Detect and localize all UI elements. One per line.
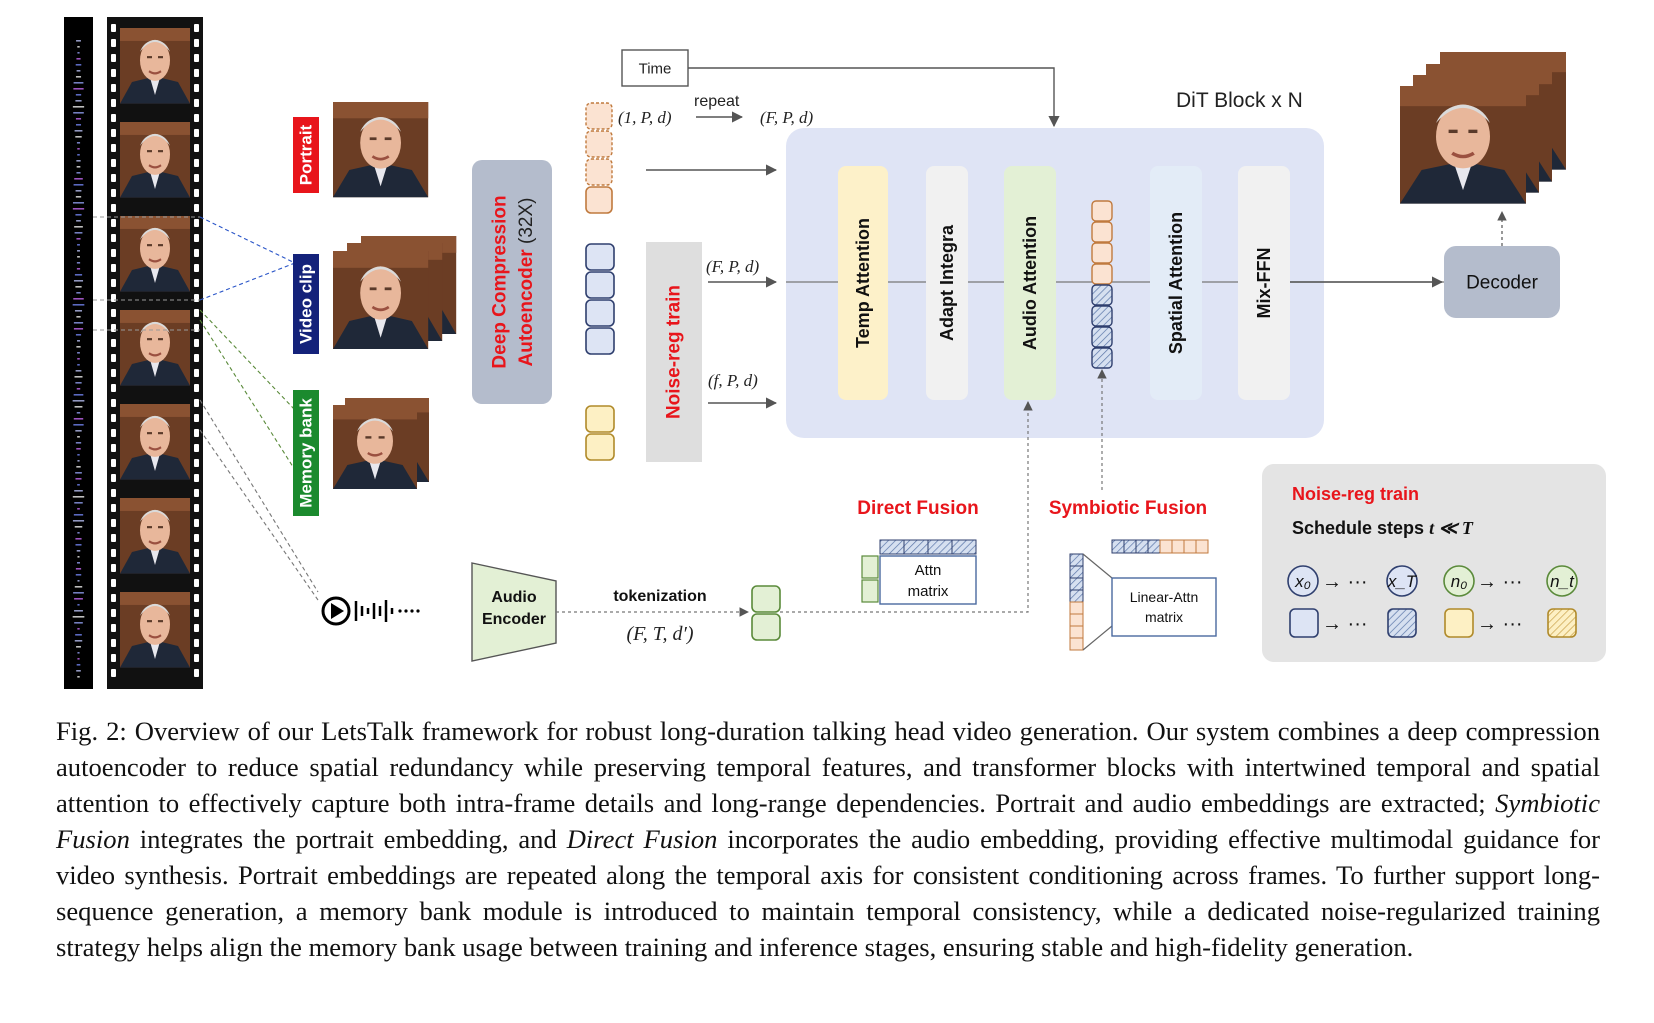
svg-text:n_t: n_t [1550,572,1575,591]
svg-text:Noise-reg train: Noise-reg train [664,285,685,419]
dit-block: DiT Block x N Temp Attention Adapt Integ… [786,89,1444,438]
svg-text:Autoencoder (32X): Autoencoder (32X) [516,198,537,367]
dit-temp-attention: Temp Attention [838,166,888,400]
caption-symbiotic-fusion: Symbiotic Fusion [56,788,1600,854]
svg-text:Spatial Attention: Spatial Attention [1166,212,1186,354]
dit-audio-attention: Audio Attention [1004,166,1056,400]
time-arrow [688,67,1060,128]
svg-text:x₀: x₀ [1294,572,1311,591]
framework-figure: Portrait Video clip Memory bank [64,17,1606,689]
portrait-image [331,100,430,199]
svg-text:→ ···: → ··· [1477,613,1523,635]
audio-tokens [751,585,781,641]
svg-text:Attn: Attn [915,562,942,579]
video-clip-label: Video clip [293,254,319,354]
svg-text:→ ···: → ··· [1477,571,1523,593]
video-clip-image [331,234,458,351]
svg-text:→ ···: → ··· [1322,571,1368,593]
portrait-label: Portrait [293,117,319,193]
svg-text:Audio: Audio [491,589,537,606]
svg-text:n₀: n₀ [1451,572,1468,591]
time-box: Time [621,49,689,87]
dit-spatial-attention: Spatial Attention [1150,166,1202,400]
svg-text:Linear-Attn: Linear-Attn [1130,589,1198,605]
direct-fusion-title: Direct Fusion [857,498,978,519]
repeat-label: repeat [694,93,740,110]
audio-encoder: Audio Encoder [471,562,557,662]
svg-text:→ ···: → ··· [1322,613,1368,635]
svg-text:x_T: x_T [1387,572,1418,591]
tokenization-label: tokenization [613,588,706,605]
decoder-box: Decoder [1444,246,1560,318]
svg-text:Encoder: Encoder [482,611,546,628]
film-strip [107,17,203,689]
svg-text:Decoder: Decoder [1466,273,1538,294]
dit-inner-tokens [1091,200,1113,369]
figure-caption: Fig. 2: Overview of our LetsTalk framewo… [56,713,1600,965]
svg-text:Deep Compression: Deep Compression [490,195,511,368]
memory-tokens [585,405,615,461]
memory-bank-label: Memory bank [293,390,319,516]
svg-text:Adapt Integra: Adapt Integra [937,224,957,341]
output-video-frames [1398,50,1568,206]
memory-bank-image [331,396,431,491]
svg-text:matrix: matrix [1145,609,1183,625]
direct-fusion-diagram: Attn matrix [861,539,977,605]
dit-adapt-integra: Adapt Integra [926,166,968,400]
svg-text:Schedule steps t ≪ T: Schedule steps t ≪ T [1292,518,1474,538]
video-tokens [585,243,615,355]
shape-1Pd: (1, P, d) [618,108,672,127]
shape-FTd: (F, T, d′) [627,623,694,645]
svg-text:Temp Attention: Temp Attention [853,218,873,348]
audio-play-icon [321,596,420,626]
noise-reg-train-box: Noise-reg train [646,242,702,462]
shape-FPd-top: (F, P, d) [760,108,814,127]
film-connectors [93,216,319,601]
svg-text:Audio Attention: Audio Attention [1020,216,1040,350]
portrait-tokens [585,102,613,214]
deep-compression-autoencoder: Deep Compression Autoencoder (32X) [472,160,552,404]
svg-text:Mix-FFN: Mix-FFN [1254,248,1274,319]
audio-to-attention-arrow [780,401,1033,613]
svg-text:Portrait: Portrait [297,124,316,185]
audio-waveform-strip [64,17,93,689]
symbiotic-fusion-title: Symbiotic Fusion [1049,498,1207,519]
dit-mix-ffn: Mix-FFN [1238,166,1290,400]
caption-mid: integrates the portrait embedding, and [129,824,567,854]
svg-text:Noise-reg train: Noise-reg train [1292,484,1419,504]
svg-text:matrix: matrix [908,583,949,600]
dit-title: DiT Block x N [1176,89,1303,112]
noise-reg-panel: Noise-reg train Schedule steps t ≪ T x₀ … [1262,464,1606,662]
svg-text:Memory bank: Memory bank [297,398,316,508]
symbiotic-fusion-diagram: Linear-Attn matrix [1069,539,1217,651]
shape-FPd: (F, P, d) [706,257,760,276]
shape-fPd: (f, P, d) [708,371,758,390]
svg-text:Video clip: Video clip [297,264,316,344]
svg-text:Time: Time [639,61,672,78]
caption-prefix: Fig. 2: Overview of our LetsTalk framewo… [56,716,1600,818]
caption-direct-fusion: Direct Fusion [566,824,718,854]
caption-suffix: incorporates the audio embedding, provid… [56,824,1600,962]
